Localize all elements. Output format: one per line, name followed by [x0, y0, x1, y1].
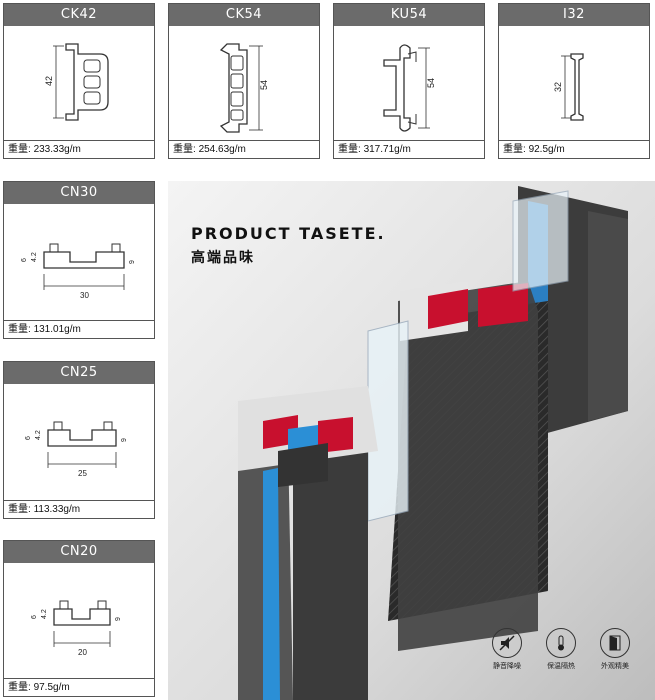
feature-label: 外观精美 — [601, 663, 629, 670]
profile-weight: 重量: 254.63g/m — [169, 140, 319, 158]
profile-weight: 重量: 97.5g/m — [4, 678, 154, 696]
weight-value: 92.5g/m — [528, 144, 565, 155]
feature-mute: 静音降噪 — [482, 628, 532, 671]
product-subtitle: 高端品味 — [191, 250, 255, 266]
dim-9: 9 — [121, 438, 128, 442]
weight-value: 97.5g/m — [33, 682, 70, 693]
weight-value: 317.71g/m — [363, 144, 411, 155]
dim-6: 6 — [25, 436, 32, 440]
cn25-drawing: 25 6 4.2 9 — [25, 421, 128, 478]
mute-icon — [492, 628, 522, 658]
dim-6: 6 — [31, 615, 38, 619]
product-render — [168, 181, 655, 700]
ku54-drawing: 54 — [383, 44, 436, 132]
dim-42: 4.2 — [31, 252, 38, 262]
thermometer-icon — [546, 628, 576, 658]
profile-weight: 重量: 317.71g/m — [334, 140, 484, 158]
profile-card-i32: I32 32 重量: 92.5g/m — [498, 3, 650, 159]
ck42-drawing: 42 — [44, 43, 109, 121]
profile-card-cn20: CN20 20 6 4.2 9 重量: 97.5g/m — [3, 540, 155, 697]
profile-card-cn25: CN25 25 6 4.2 9 重量: 113.33g/m — [3, 361, 155, 519]
weight-value: 233.33g/m — [33, 144, 81, 155]
dim-42: 4.2 — [35, 430, 42, 440]
weight-value: 131.01g/m — [33, 324, 81, 335]
dim-42: 4.2 — [41, 609, 48, 619]
feature-label: 保温隔热 — [547, 663, 575, 670]
dim-label: 54 — [426, 78, 436, 88]
profile-card-cn30: CN30 30 6 4.2 9 重量: 131.01g/m — [3, 181, 155, 339]
door-icon — [600, 628, 630, 658]
profile-weight: 重量: 233.33g/m — [4, 140, 154, 158]
profile-card-ck54: CK54 54 重量: 254.63g/m — [168, 3, 320, 159]
dim-label: 32 — [553, 82, 563, 92]
feature-label: 静音降噪 — [493, 663, 521, 670]
profile-name: CN25 — [4, 362, 154, 384]
profile-name: KU54 — [334, 4, 484, 26]
cn20-drawing: 20 6 4.2 9 — [31, 600, 122, 657]
cn30-drawing: 30 6 4.2 9 — [21, 243, 136, 300]
dim-label: 54 — [259, 80, 269, 90]
profile-card-ku54: KU54 54 重量: 317.71g/m — [333, 3, 485, 159]
dim-width: 30 — [80, 291, 89, 300]
product-title: PRODUCT TASETE. — [191, 224, 386, 243]
i32-drawing: 32 — [553, 53, 584, 121]
ck54-drawing: 54 — [219, 43, 269, 133]
feature-thermal: 保温隔热 — [536, 628, 586, 671]
dim-9: 9 — [129, 260, 136, 264]
weight-value: 254.63g/m — [198, 144, 246, 155]
profile-name: CK54 — [169, 4, 319, 26]
dim-label: 42 — [44, 76, 54, 86]
profile-name: I32 — [499, 4, 649, 26]
dim-width: 25 — [78, 469, 87, 478]
dim-9: 9 — [115, 617, 122, 621]
profile-name: CN30 — [4, 182, 154, 204]
dim-width: 20 — [78, 648, 87, 657]
feature-appearance: 外观精美 — [590, 628, 640, 671]
profile-name: CN20 — [4, 541, 154, 563]
profile-card-ck42: CK42 42 重量: 233.33g/m — [3, 3, 155, 159]
weight-value: 113.33g/m — [33, 504, 81, 515]
profile-name: CK42 — [4, 4, 154, 26]
profile-weight: 重量: 113.33g/m — [4, 500, 154, 518]
profile-weight: 重量: 131.01g/m — [4, 320, 154, 338]
profile-weight: 重量: 92.5g/m — [499, 140, 649, 158]
dim-6: 6 — [21, 258, 28, 262]
